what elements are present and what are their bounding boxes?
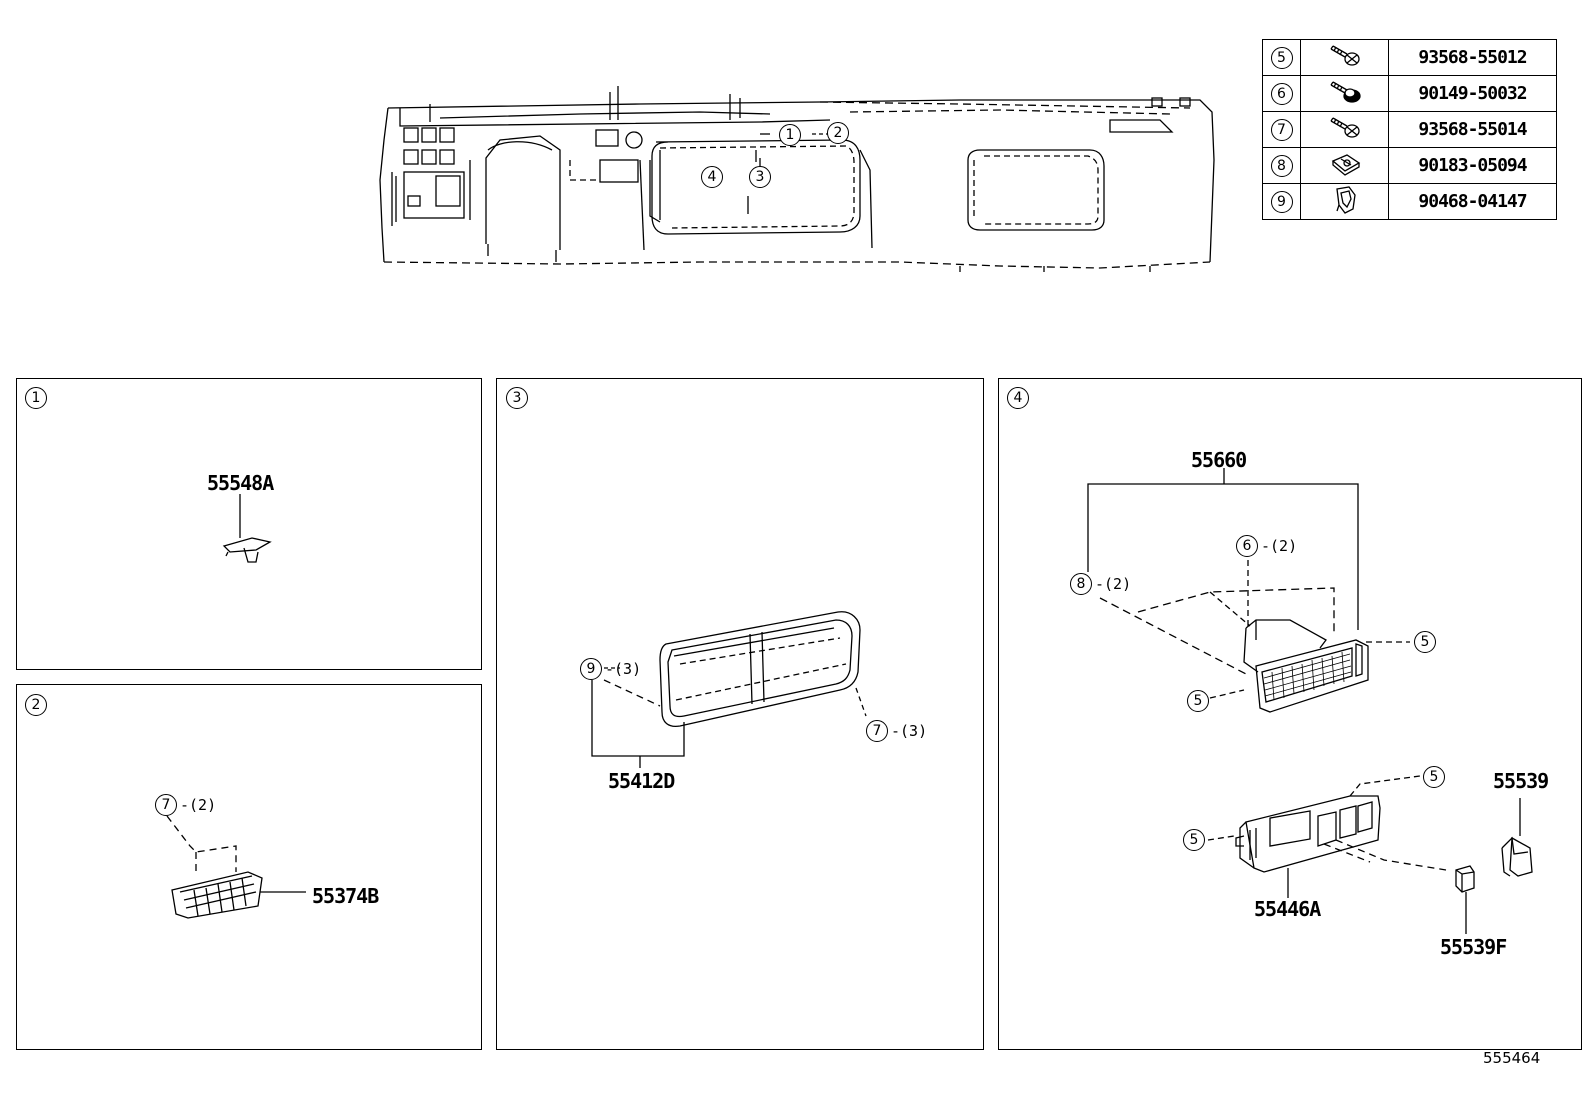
clip-icon [1300, 183, 1389, 220]
part-label-55446a[interactable]: 55446A [1254, 897, 1321, 921]
callout-qty: -(3) [605, 660, 642, 678]
fastener-part-number[interactable]: 93568-55012 [1388, 39, 1557, 76]
fastener-ref: 9 [1270, 190, 1293, 213]
callout-5[interactable]: 5 [1414, 631, 1436, 653]
fastener-part-number[interactable]: 90183-05094 [1388, 147, 1557, 184]
detail-panel-1 [16, 378, 482, 670]
bolt-icon [1300, 75, 1389, 112]
part-label-55539[interactable]: 55539 [1493, 769, 1549, 793]
overview-callout-2[interactable]: 2 [827, 122, 849, 144]
callout-qty: -(2) [180, 796, 217, 814]
overview-callout-3[interactable]: 3 [749, 166, 771, 188]
fastener-row[interactable]: 5 93568-55012 [1262, 39, 1557, 76]
part-label-55374b[interactable]: 55374B [312, 884, 379, 908]
callout-7[interactable]: 7 [155, 794, 177, 816]
clip-nut-icon [1300, 147, 1389, 184]
detail-panel-4 [998, 378, 1582, 1050]
detail-panel-3 [496, 378, 984, 1050]
detail-panel-2 [16, 684, 482, 1050]
panel-ref-3: 3 [506, 387, 528, 409]
fastener-ref-cell: 5 [1262, 39, 1301, 76]
fastener-row[interactable]: 6 90149-50032 [1262, 75, 1557, 112]
callout-8[interactable]: 8 [1070, 573, 1092, 595]
fastener-part-number[interactable]: 93568-55014 [1388, 111, 1557, 148]
part-label-55412d[interactable]: 55412D [608, 769, 675, 793]
fastener-ref-cell: 8 [1262, 147, 1301, 184]
fastener-ref: 7 [1270, 118, 1293, 141]
fastener-ref-cell: 9 [1262, 183, 1301, 220]
part-label-55660[interactable]: 55660 [1191, 448, 1247, 472]
callout-qty: -(2) [1261, 537, 1298, 555]
callout-5[interactable]: 5 [1187, 690, 1209, 712]
fastener-part-number[interactable]: 90468-04147 [1388, 183, 1557, 220]
fastener-ref: 5 [1270, 46, 1293, 69]
panel-ref-1: 1 [25, 387, 47, 409]
fastener-table: 5 93568-55012 6 90149-50032 7 93568-5501… [1262, 39, 1557, 220]
overview-callout-4[interactable]: 4 [701, 166, 723, 188]
callout-6[interactable]: 6 [1236, 535, 1258, 557]
callout-qty: -(2) [1095, 575, 1132, 593]
part-label-55539f[interactable]: 55539F [1440, 935, 1507, 959]
fastener-ref: 6 [1270, 82, 1293, 105]
panel-ref-4: 4 [1007, 387, 1029, 409]
overview-callout-1[interactable]: 1 [779, 124, 801, 146]
callout-5[interactable]: 5 [1423, 766, 1445, 788]
panel-ref-2: 2 [25, 694, 47, 716]
fastener-row[interactable]: 9 90468-04147 [1262, 183, 1557, 220]
callout-qty: -(3) [891, 722, 928, 740]
callout-5[interactable]: 5 [1183, 829, 1205, 851]
diagram-id: 555464 [1483, 1049, 1541, 1067]
bolt-icon [1300, 111, 1389, 148]
callout-7[interactable]: 7 [866, 720, 888, 742]
fastener-ref: 8 [1270, 154, 1293, 177]
fastener-part-number[interactable]: 90149-50032 [1388, 75, 1557, 112]
callout-9[interactable]: 9 [580, 658, 602, 680]
fastener-row[interactable]: 8 90183-05094 [1262, 147, 1557, 184]
part-label-55548a[interactable]: 55548A [207, 471, 274, 495]
fastener-ref-cell: 6 [1262, 75, 1301, 112]
